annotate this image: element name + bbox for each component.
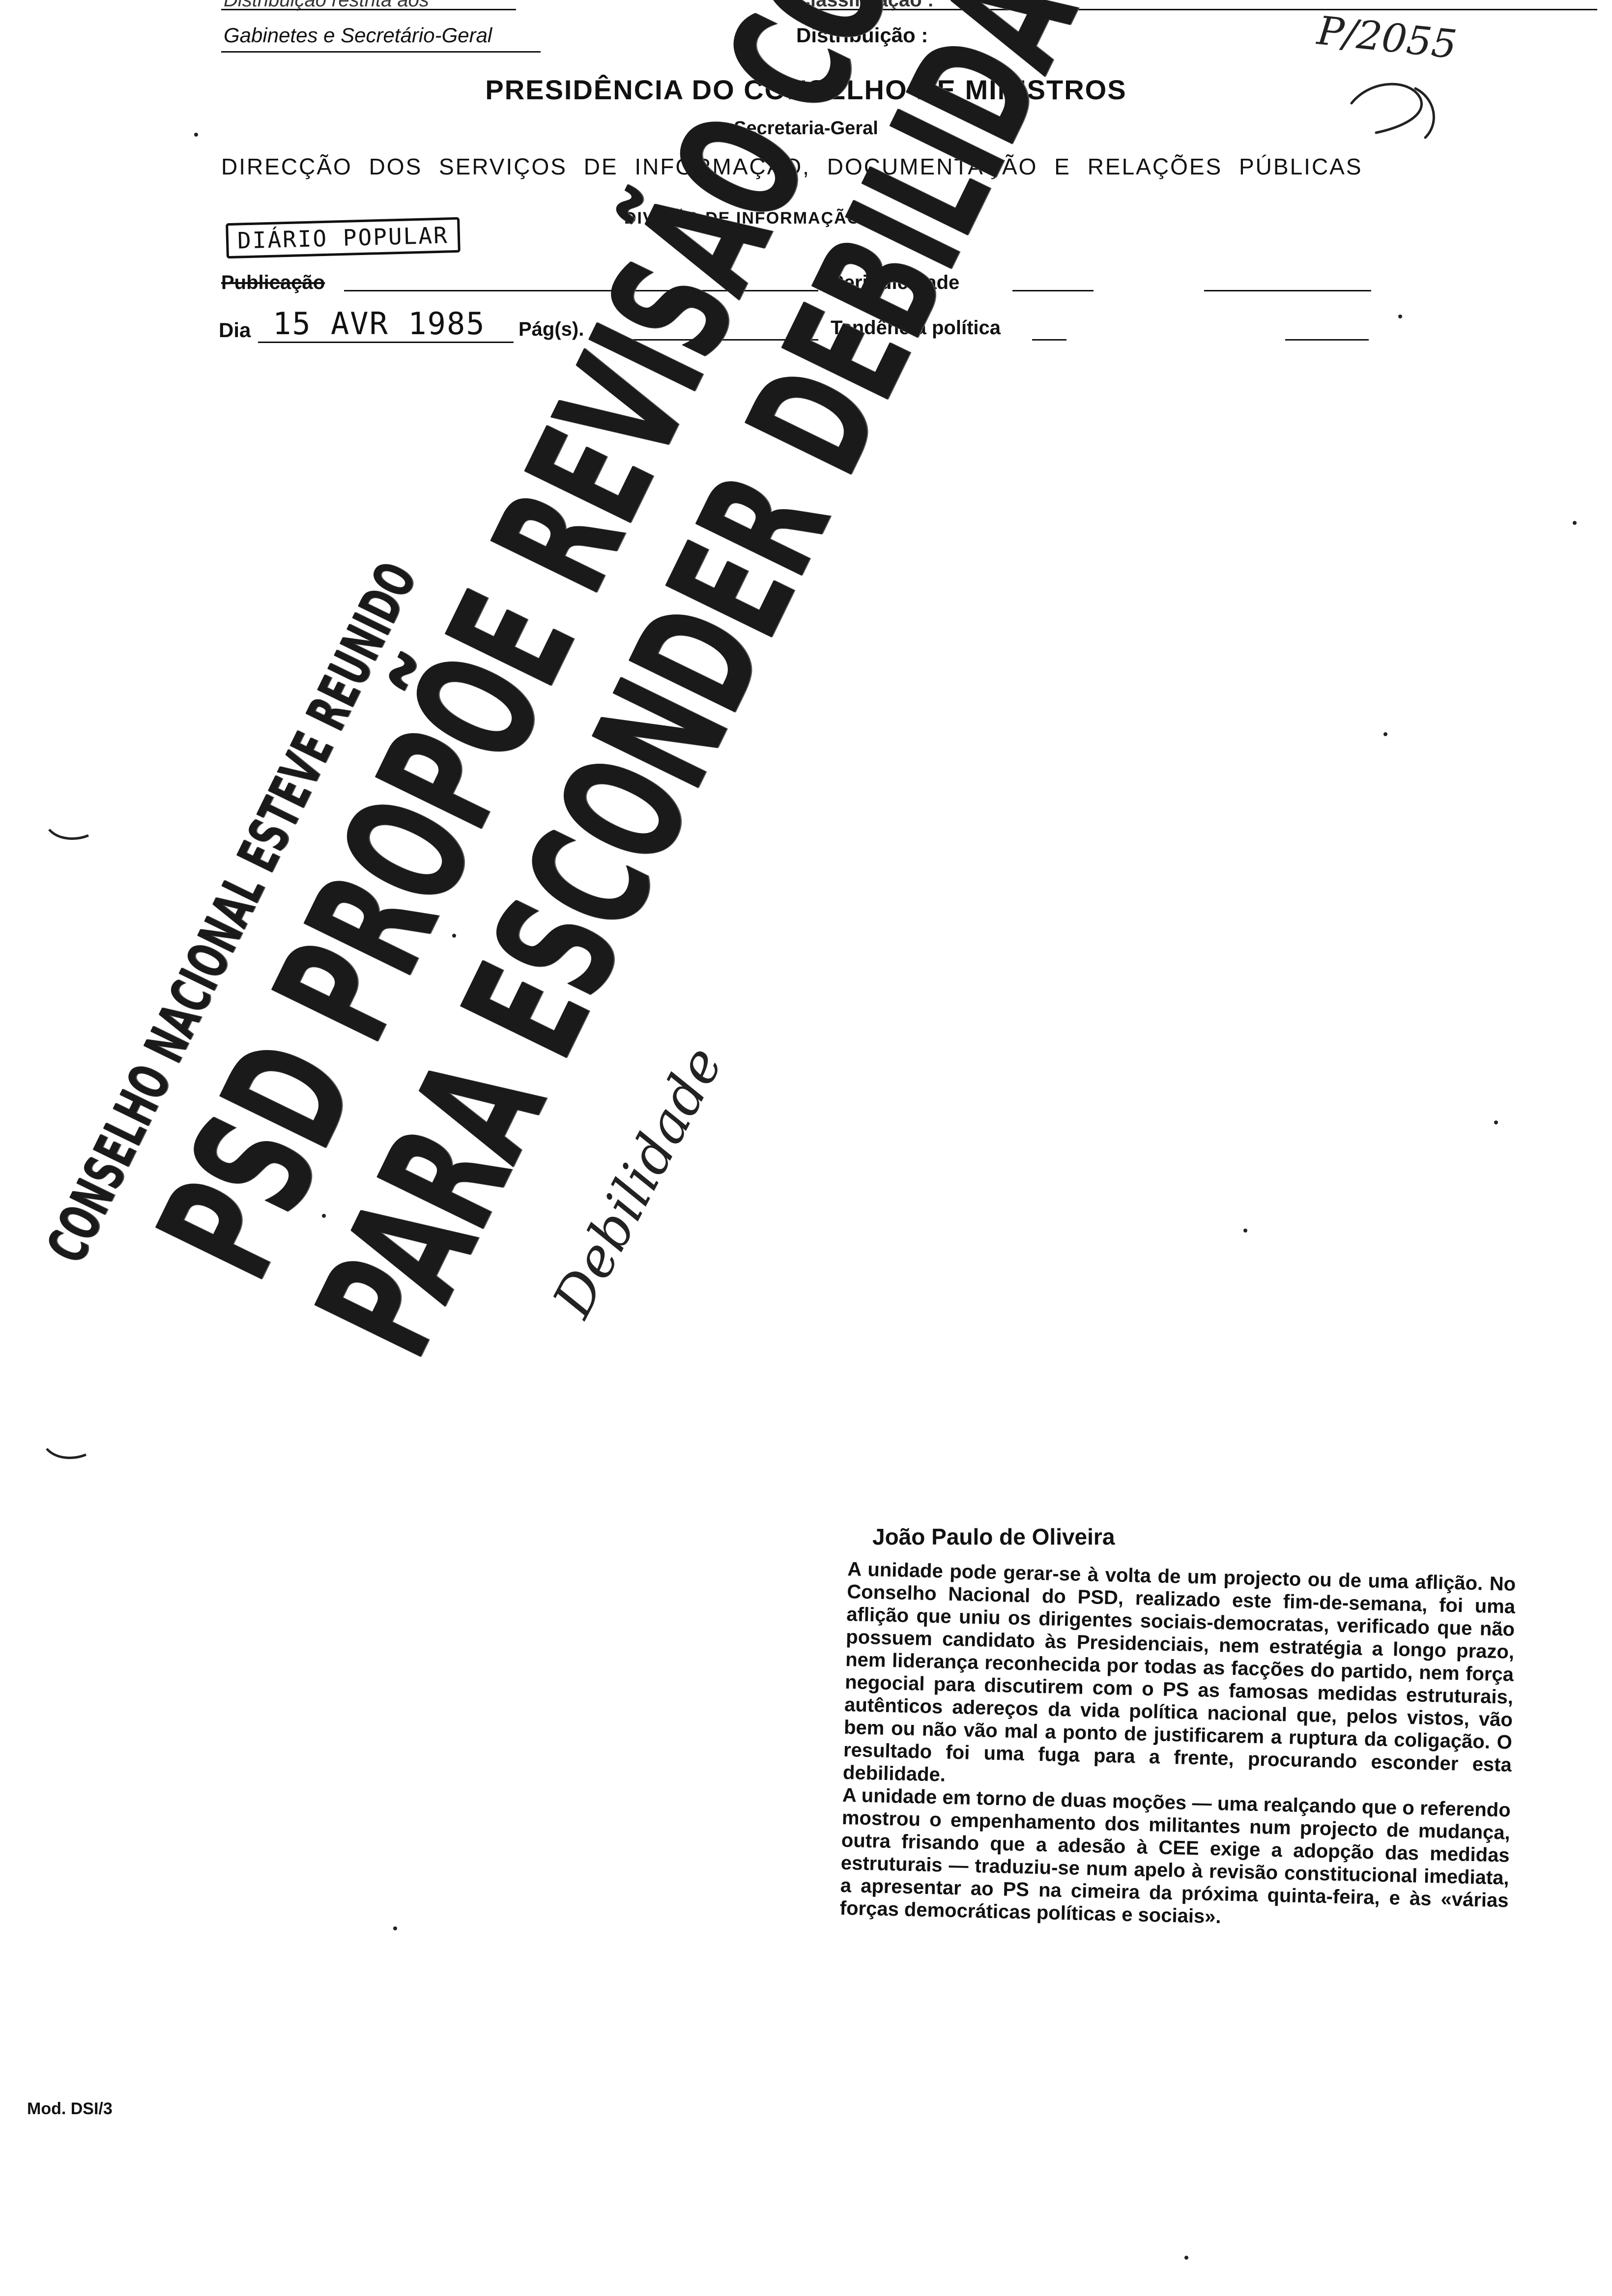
division-title: DIVISÃO DE INFORMAÇÃO bbox=[624, 209, 862, 228]
extra-line-2 bbox=[1285, 339, 1369, 341]
scan-edge-mark bbox=[46, 1448, 86, 1459]
cabinets-underline bbox=[221, 51, 541, 53]
article-byline: João Paulo de Oliveira bbox=[872, 1524, 1115, 1550]
handwritten-scribble bbox=[1350, 83, 1435, 139]
political-tendency-label: Tendência política bbox=[831, 317, 1001, 339]
article-paragraph-2: A unidade em torno de duas moções — uma … bbox=[839, 1784, 1511, 1928]
header-rule-left bbox=[221, 9, 516, 10]
cabinets-line: Gabinetes e Secretário-Geral bbox=[224, 24, 492, 47]
scan-speck bbox=[194, 133, 198, 137]
distribution-label: Distribuição : bbox=[796, 24, 928, 47]
scan-speck bbox=[452, 934, 456, 938]
scan-edge-mark bbox=[48, 829, 89, 840]
header-rule-right bbox=[786, 9, 1597, 10]
directorate-title: DIRECÇÃO DOS SERVIÇOS DE INFORMAÇÃO, DOC… bbox=[221, 154, 1363, 179]
pages-label: Pág(s). bbox=[518, 318, 584, 340]
day-label: Dia bbox=[219, 318, 251, 342]
scan-speck bbox=[1243, 1229, 1247, 1233]
scan-speck bbox=[1383, 732, 1387, 736]
sub-organization: Secretaria-Geral bbox=[734, 118, 878, 139]
article-body: A unidade pode gerar-se à volta de um pr… bbox=[839, 1558, 1516, 1935]
publication-line bbox=[344, 290, 818, 291]
publication-stamp: DIÁRIO POPULAR bbox=[226, 217, 461, 259]
scan-speck bbox=[393, 1926, 397, 1930]
pages-line bbox=[619, 339, 818, 341]
organization-title: PRESIDÊNCIA DO CONSELHO DE MINISTROS bbox=[485, 74, 1127, 105]
classification-label-cut: Classificação : bbox=[796, 0, 934, 11]
extra-line-1 bbox=[1204, 290, 1371, 291]
scan-speck bbox=[1398, 315, 1402, 318]
scan-speck bbox=[322, 1214, 326, 1218]
scan-speck bbox=[1494, 1120, 1498, 1124]
handwritten-reference-code: P/2055 bbox=[1315, 7, 1459, 68]
article-paragraph-1: A unidade pode gerar-se à volta de um pr… bbox=[842, 1558, 1516, 1786]
date-value: 15 AVR 1985 bbox=[273, 306, 486, 342]
scan-speck bbox=[1184, 2256, 1188, 2260]
restricted-distribution-cut: Distribuição restrita aos bbox=[224, 0, 429, 11]
periodicity-label: Periodicidade bbox=[831, 272, 960, 293]
periodicity-line bbox=[1012, 290, 1094, 291]
political-tendency-line bbox=[1032, 339, 1066, 341]
scan-speck bbox=[1573, 521, 1577, 525]
form-code: Mod. DSI/3 bbox=[27, 2099, 113, 2118]
publication-label: Publicação bbox=[221, 272, 325, 293]
date-line bbox=[258, 342, 514, 343]
